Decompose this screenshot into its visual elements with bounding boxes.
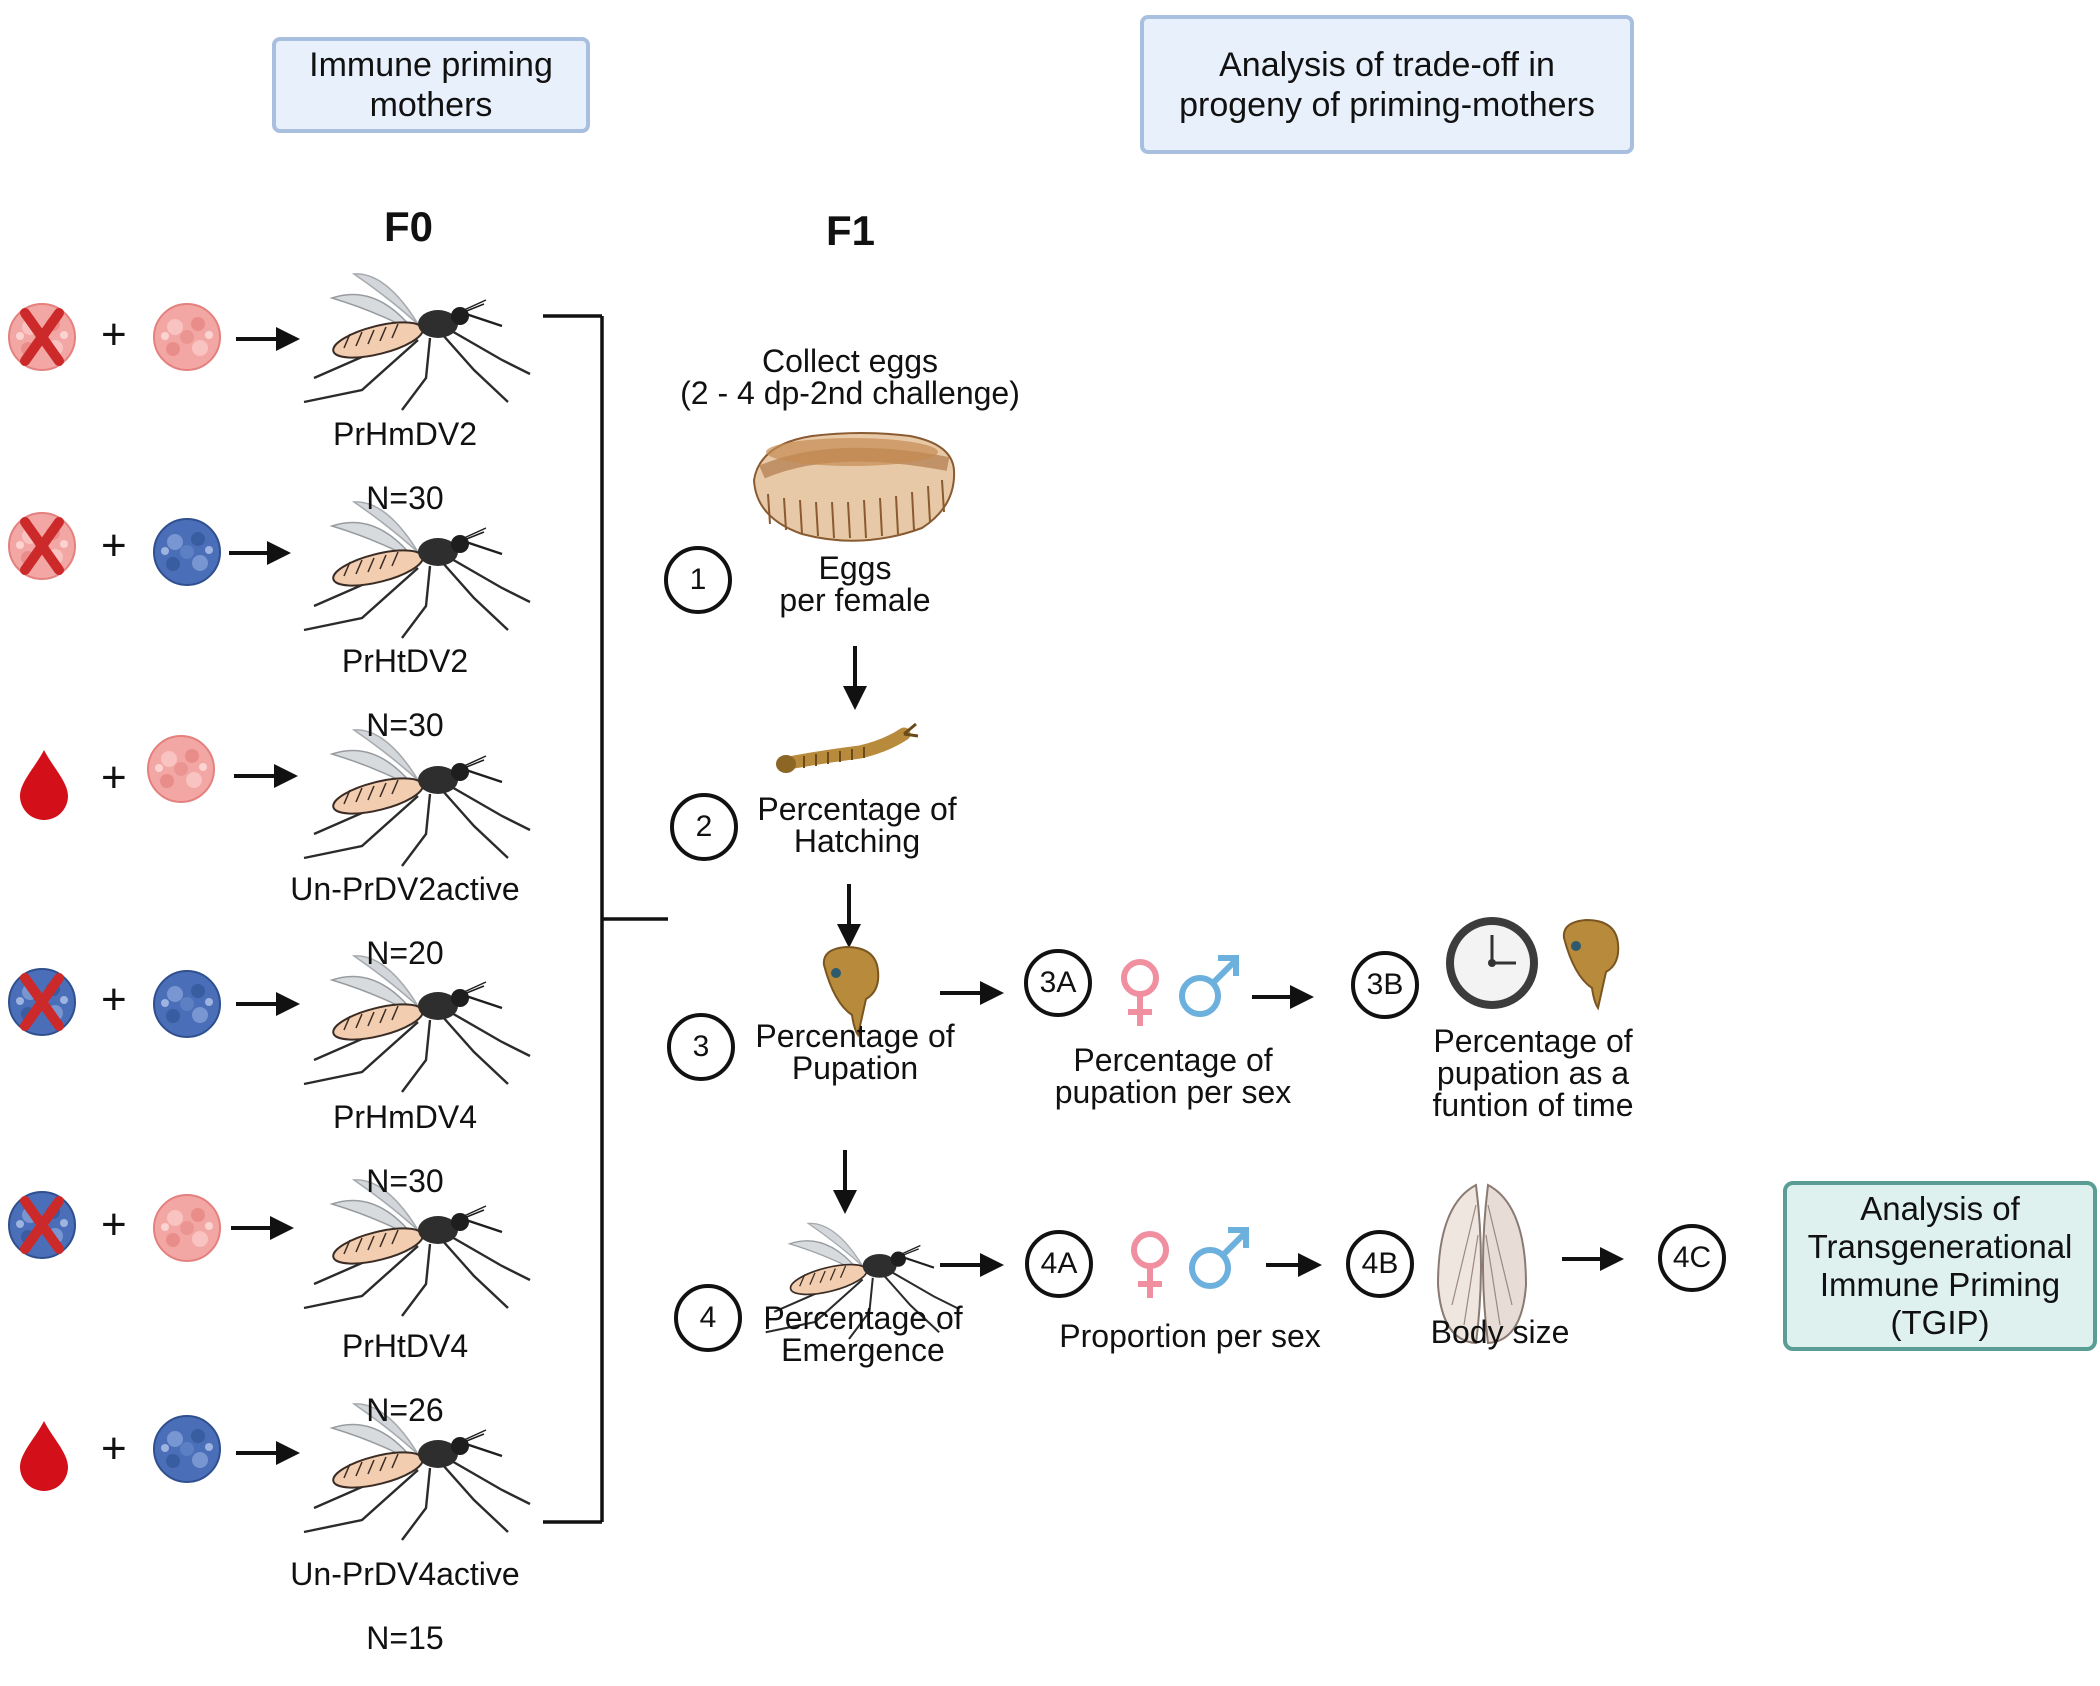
group-sample-size: N=20 [366,935,444,971]
group-sample-size: N=30 [366,1163,444,1199]
f0-bracket [543,314,668,1524]
step-4a-label: Proportion per sex [1059,1318,1321,1354]
plus-sign: + [101,1424,127,1473]
group-sample-size: N=30 [366,707,444,743]
female-symbol-4a-icon [1131,1231,1169,1298]
group-sample-size: N=15 [366,1620,444,1656]
plus-sign: + [101,1200,127,1249]
diagram-canvas [8,272,1624,1542]
step-4a-circle: 4A [1025,1230,1093,1298]
f0-group-2-label: PrHtDV2 N=30 [270,613,540,773]
egg-raft-icon [752,432,956,542]
male-symbol-3a-icon [1179,955,1239,1017]
f0-group-4-graphics [8,954,532,1094]
group-name: Un-PrDV2active [290,871,520,907]
group-name: PrHtDV2 [341,643,469,679]
generation-f0-label: F0 [384,203,434,250]
blue-virus-icon [153,518,221,586]
step-2-label: Percentage of Hatching [757,791,957,859]
crossed-blue-virus-icon [8,1191,76,1259]
group-name: PrHtDV4 [341,1328,469,1364]
plus-sign: + [101,975,127,1024]
collect-eggs-label: Collect eggs (2 - 4 dp-2nd challenge) [680,343,1020,411]
step-3-circle: 3 [667,1013,735,1081]
blood-drop-icon [20,750,68,820]
pink-virus-icon [153,303,221,371]
f1-vertical-arrows [833,646,867,1214]
step-4b-label: Body size [1430,1314,1570,1350]
group-name: PrHmDV4 [332,1099,477,1135]
step-1-circle: 1 [664,546,732,614]
pupa-3b-icon [1562,918,1620,1011]
wing-icon [1436,1183,1528,1345]
blue-virus-icon [153,970,221,1038]
larva-icon [776,722,919,773]
f0-group-6-graphics [20,1402,532,1542]
f0-group-4-label: PrHmDV4 N=30 [270,1069,540,1229]
male-symbol-4a-icon [1189,1227,1249,1289]
f0-group-5-label: PrHtDV4 N=26 [270,1298,540,1458]
f0-group-3-label: Un-PrDV2active N=20 [260,841,550,1001]
pink-virus-icon [153,1194,221,1262]
tgip-analysis-box: Analysis of Transgenerational Immune Pri… [1783,1181,2097,1351]
female-symbol-3a-icon [1121,959,1159,1026]
crossed-pink-virus-icon [8,303,76,371]
f0-group-1-graphics [8,272,532,412]
step-2-circle: 2 [670,793,738,861]
f0-group-6-label: Un-PrDV4active N=15 [260,1526,550,1686]
clock-icon [1446,917,1538,1009]
step-4c-circle: 4C [1658,1224,1726,1292]
crossed-blue-virus-icon [8,968,76,1036]
step-1-label: Eggs per female [779,550,931,618]
f1-horizontal-arrows [940,981,1624,1277]
group-sample-size: N=26 [366,1392,444,1428]
plus-sign: + [101,521,127,570]
plus-sign: + [101,310,127,359]
step-4-label: Percentage of Emergence [763,1300,963,1368]
step-3b-circle: 3B [1351,951,1419,1019]
step-3b-label: Percentage of pupation as a funtion of t… [1432,1023,1634,1123]
f0-group-2-graphics [8,500,532,640]
step-3-label: Percentage of Pupation [755,1018,955,1086]
header-immune-priming-mothers: Immune priming mothers [272,37,590,133]
group-sample-size: N=30 [366,480,444,516]
blood-drop-icon [20,1421,68,1491]
step-3a-label: Percentage of pupation per sex [1054,1042,1292,1110]
step-3a-circle: 3A [1024,949,1092,1017]
pink-virus-icon [147,735,215,803]
f0-group-1-label: PrHmDV2 N=30 [270,386,540,546]
generation-f1-label: F1 [826,207,876,254]
f0-group-3-graphics [20,728,532,868]
header-tradeoff-analysis: Analysis of trade-off in progeny of prim… [1140,15,1634,154]
step-4b-circle: 4B [1346,1230,1414,1298]
group-name: PrHmDV2 [332,416,477,452]
plus-sign: + [101,753,127,802]
crossed-pink-virus-icon [8,512,76,580]
group-name: Un-PrDV4active [290,1556,520,1592]
step-4-circle: 4 [674,1284,742,1352]
pupa-icon [822,945,880,1038]
f0-group-5-graphics [8,1178,532,1318]
blue-virus-icon [153,1415,221,1483]
